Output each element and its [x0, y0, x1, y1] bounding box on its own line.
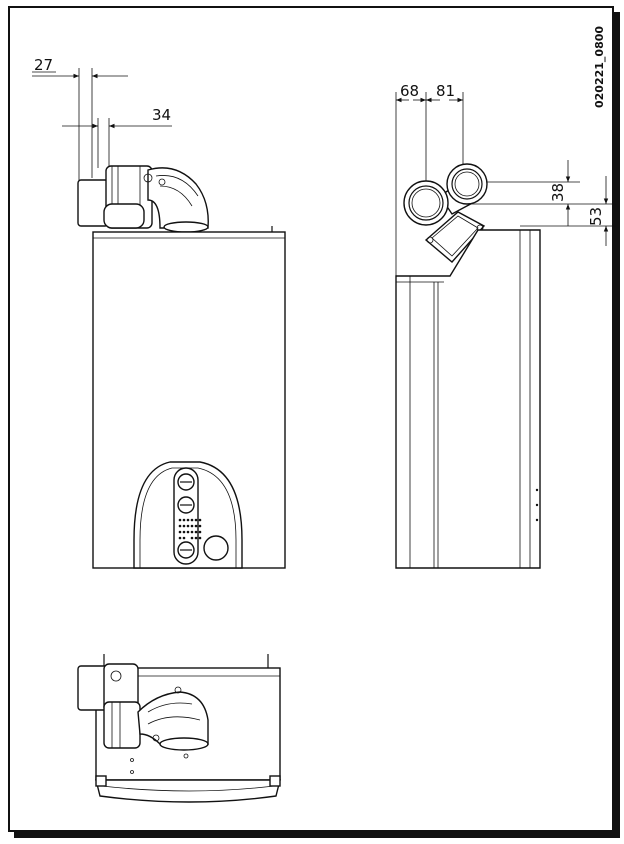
boiler-casing-side [395, 229, 541, 569]
dimension-38-text: 38 [549, 183, 567, 202]
front-view: 27 34 [32, 56, 286, 569]
flue-pipe-rear [446, 163, 488, 205]
document-id-label: 020221_0800 [593, 26, 606, 108]
dimension-81-text: 81 [436, 82, 455, 100]
flue-terminal-side [403, 163, 488, 263]
pressure-gauge [203, 535, 229, 561]
dimension-68-81: 68 81 [395, 82, 464, 280]
dimension-27: 27 [32, 56, 128, 200]
dimension-53-text: 53 [587, 207, 605, 226]
side-view: 68 81 38 53 [395, 82, 616, 569]
control-panel [133, 461, 243, 569]
dimension-34-text: 34 [152, 106, 171, 124]
dimension-34: 34 [62, 106, 172, 168]
dimension-38-53: 38 53 [440, 160, 616, 246]
dimension-68-text: 68 [400, 82, 419, 100]
flue-elbow-bottom [77, 663, 209, 774]
flue-pipe-front [403, 180, 449, 226]
bottom-view [77, 654, 281, 803]
indicator-dots [178, 518, 202, 540]
dimension-27-text: 27 [34, 56, 53, 74]
